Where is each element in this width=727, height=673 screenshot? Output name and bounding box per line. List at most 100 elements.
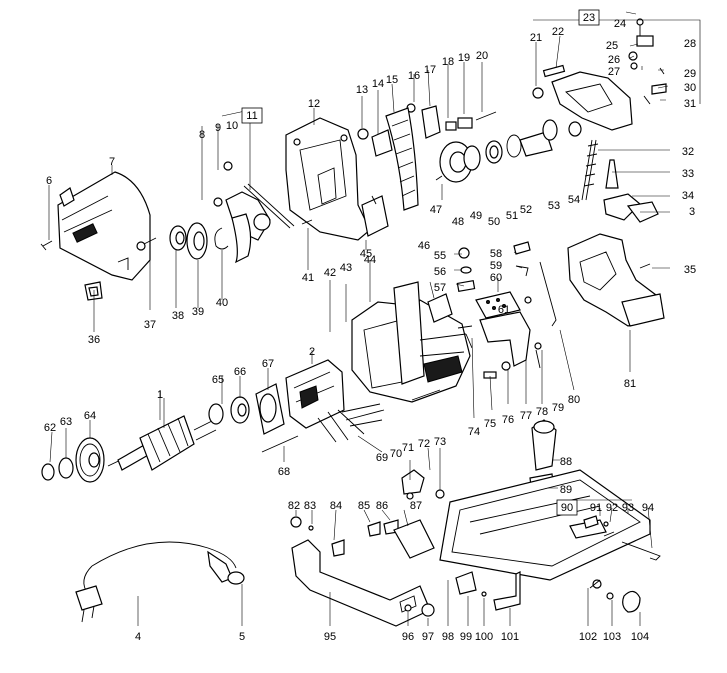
callout-14: 14 bbox=[372, 78, 384, 90]
callout-60: 60 bbox=[490, 272, 502, 284]
callout-30: 30 bbox=[684, 82, 696, 94]
callout-42: 42 bbox=[324, 267, 336, 279]
callout-26: 26 bbox=[608, 54, 620, 66]
callout-10: 10 bbox=[226, 120, 238, 132]
callout-22: 22 bbox=[552, 26, 564, 38]
field-coil bbox=[285, 359, 365, 443]
callout-78: 78 bbox=[536, 406, 548, 418]
callout-71: 71 bbox=[402, 442, 414, 454]
motor-bearings bbox=[208, 383, 285, 435]
callout-84: 84 bbox=[330, 500, 342, 512]
callout-88: 88 bbox=[560, 456, 572, 468]
guide-hardware bbox=[290, 516, 435, 559]
callout-6: 6 bbox=[46, 175, 52, 187]
callout-62: 62 bbox=[44, 422, 56, 434]
callout-81: 81 bbox=[624, 378, 636, 390]
base-plate bbox=[439, 469, 651, 581]
callout-3: 3 bbox=[689, 206, 695, 218]
callout-86: 86 bbox=[376, 500, 388, 512]
callout-15: 15 bbox=[386, 74, 398, 86]
callout-69: 69 bbox=[376, 452, 388, 464]
blade-flange-set bbox=[136, 222, 229, 260]
callout-32: 32 bbox=[682, 146, 694, 158]
callout-box-23 bbox=[578, 9, 600, 26]
callout-92: 92 bbox=[606, 502, 618, 514]
callout-31: 31 bbox=[684, 98, 696, 110]
callout-75: 75 bbox=[484, 418, 496, 430]
callout-51: 51 bbox=[506, 210, 518, 222]
callout-35: 35 bbox=[684, 264, 696, 276]
callout-90: 90 bbox=[561, 502, 573, 514]
callout-44: 44 bbox=[364, 254, 376, 266]
callout-17: 17 bbox=[424, 64, 436, 76]
screw-part bbox=[40, 240, 53, 251]
screw-part bbox=[639, 263, 651, 269]
callout-93: 93 bbox=[622, 502, 634, 514]
callout-37: 37 bbox=[144, 319, 156, 331]
callout-48: 48 bbox=[452, 216, 464, 228]
bearing-parts bbox=[357, 103, 441, 157]
callout-85: 85 bbox=[358, 500, 370, 512]
callout-64: 64 bbox=[84, 410, 96, 422]
callout-77: 77 bbox=[520, 410, 532, 422]
screw-part bbox=[261, 435, 299, 453]
callout-27: 27 bbox=[608, 66, 620, 78]
callout-74: 74 bbox=[468, 426, 480, 438]
callout-95: 95 bbox=[324, 631, 336, 643]
callout-36: 36 bbox=[88, 334, 100, 346]
callout-87: 87 bbox=[410, 500, 422, 512]
rear-handle bbox=[567, 233, 665, 327]
callout-49: 49 bbox=[470, 210, 482, 222]
callout-80: 80 bbox=[568, 394, 580, 406]
callout-59: 59 bbox=[490, 260, 502, 272]
callout-72: 72 bbox=[418, 438, 430, 450]
callout-11: 11 bbox=[246, 110, 257, 122]
gear-and-bearings bbox=[41, 437, 105, 483]
callout-39: 39 bbox=[192, 306, 204, 318]
callout-82: 82 bbox=[288, 500, 300, 512]
callout-box-90 bbox=[556, 499, 578, 516]
wires-and-knob bbox=[341, 389, 445, 500]
guide-rail bbox=[385, 107, 419, 211]
blade-guard-cover bbox=[57, 171, 151, 281]
pin-part bbox=[605, 159, 619, 189]
callout-16: 16 bbox=[408, 70, 420, 82]
callout-70: 70 bbox=[390, 448, 402, 460]
callout-38: 38 bbox=[172, 310, 184, 322]
callout-23: 23 bbox=[583, 12, 595, 24]
callout-43: 43 bbox=[340, 262, 352, 274]
parts-artwork bbox=[40, 11, 701, 627]
callout-4: 4 bbox=[135, 631, 141, 643]
callout-83: 83 bbox=[304, 500, 316, 512]
callout-103: 103 bbox=[603, 631, 621, 643]
knob-hardware bbox=[589, 579, 641, 613]
callout-1: 1 bbox=[157, 389, 163, 401]
handle-assembly bbox=[532, 18, 667, 131]
spring-part bbox=[581, 139, 599, 201]
callout-45: 45 bbox=[360, 248, 372, 260]
callout-50: 50 bbox=[488, 216, 500, 228]
callout-68: 68 bbox=[278, 466, 290, 478]
callout-101: 101 bbox=[501, 631, 519, 643]
callout-8: 8 bbox=[199, 129, 205, 141]
callout-41: 41 bbox=[302, 272, 314, 284]
brush-parts bbox=[457, 261, 557, 379]
callout-56: 56 bbox=[434, 266, 446, 278]
callout-47: 47 bbox=[430, 204, 442, 216]
callout-20: 20 bbox=[476, 50, 488, 62]
callout-63: 63 bbox=[60, 416, 72, 428]
callout-104: 104 bbox=[631, 631, 649, 643]
callout-box-11 bbox=[241, 107, 263, 124]
callout-89: 89 bbox=[560, 484, 572, 496]
armature bbox=[107, 415, 217, 471]
callout-5: 5 bbox=[239, 631, 245, 643]
callout-7: 7 bbox=[109, 156, 115, 168]
callout-73: 73 bbox=[434, 436, 446, 448]
callout-9: 9 bbox=[215, 122, 221, 134]
base-hardware bbox=[583, 515, 661, 561]
pins bbox=[445, 111, 497, 131]
callout-34: 34 bbox=[682, 190, 694, 202]
